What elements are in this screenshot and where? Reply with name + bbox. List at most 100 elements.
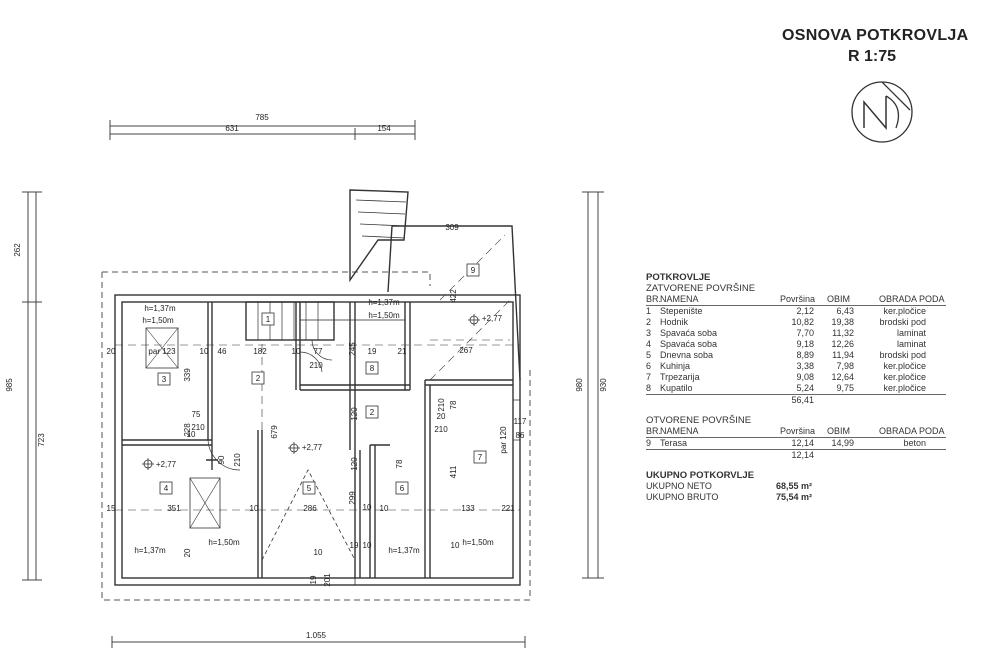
dimension-label: 75 [192, 410, 201, 419]
window-height-mark: h=1,37m [368, 298, 400, 307]
north-arrow-icon [851, 81, 913, 143]
col-floor: OBRADA PODA [879, 294, 945, 304]
dimension-label: 90 [217, 455, 226, 464]
dimension-label: 422 [449, 289, 458, 303]
legend-closed-title: ZATVORENE POVRŠINE [646, 283, 756, 294]
window-height-mark: h=1,50m [462, 538, 494, 547]
drawing-title: OSNOVA POTKROVLJA [782, 27, 969, 44]
room-number: 7 [478, 453, 483, 462]
window-height-mark: h=1,50m [142, 316, 174, 325]
dimension-label: 201 [323, 573, 332, 587]
dimension-label: 10 [363, 503, 372, 512]
col-no: BR. [646, 294, 662, 304]
room-number: 1 [266, 315, 271, 324]
dimension-label: 785 [255, 113, 269, 122]
dimension-label: 10 [250, 504, 259, 513]
area-legend: POTKROVLJE ZATVORENE POVRŠINE BR. NAMENA… [646, 272, 946, 503]
dimension-label: 10 [292, 347, 301, 356]
dimension-label: 20 [183, 548, 192, 557]
dimension-label: 351 [167, 504, 181, 513]
dimension-label: 985 [5, 378, 14, 392]
dimension-label: par 120 [499, 426, 508, 454]
dimension-label: 980 [575, 378, 584, 392]
dimension-label: 267 [459, 346, 473, 355]
dimension-label: 15 [107, 504, 116, 513]
dimension-label: 120 [350, 407, 359, 421]
dimension-label: 262 [13, 243, 22, 257]
dimension-label: 77 [314, 347, 323, 356]
dimension-label: 10 [451, 541, 460, 550]
dimension-label: 210 [437, 398, 446, 412]
col-name: NAMENA [660, 294, 699, 304]
dimension-label: 10 [187, 430, 196, 439]
dimension-label: 679 [270, 425, 279, 439]
dimension-label: 154 [377, 124, 391, 133]
dimension-label: 78 [395, 459, 404, 468]
legend-open-sum: 12,14 [791, 450, 814, 460]
dimension-label: 339 [183, 368, 192, 382]
dimension-label: 723 [37, 433, 46, 447]
dimension-label: 86 [516, 431, 525, 440]
dimension-label: 210 [233, 453, 242, 467]
dimension-label: 78 [449, 400, 458, 409]
legend-header-row: BR. NAMENA Površina OBIM OBRADA PODA [646, 426, 946, 438]
dimension-label: 133 [461, 504, 475, 513]
dimension-label: 10 [314, 548, 323, 557]
room-number: 9 [471, 266, 476, 275]
room-number: 8 [370, 364, 375, 373]
dimension-label: 10 [380, 504, 389, 513]
dimension-label: 930 [599, 378, 608, 392]
dimension-label: 228 [183, 423, 192, 437]
room-number: 3 [162, 375, 167, 384]
dimension-label: 299 [348, 491, 357, 505]
dimension-label: 19 [350, 541, 359, 550]
legend-section-title: POTKROVLJE [646, 272, 711, 283]
dimension-label: 10 [363, 541, 372, 550]
room-number: 2 [370, 408, 375, 417]
dimension-label: 21 [398, 347, 407, 356]
window-height-mark: h=1,37m [144, 304, 176, 313]
col-perimeter: OBIM [827, 294, 851, 304]
legend-closed-sum: 56,41 [791, 395, 814, 405]
dimension-label: 19 [309, 575, 318, 584]
legend-open-title: OTVORENE POVRŠINE [646, 415, 752, 426]
dimension-label: 210 [309, 361, 323, 370]
level-mark: +2,77 [302, 443, 323, 452]
dimension-label: 1.055 [306, 631, 327, 640]
dimension-label: 309 [445, 223, 459, 232]
dimension-label: 20 [437, 412, 446, 421]
room-number: 2 [256, 374, 261, 383]
dimension-label: 120 [350, 457, 359, 471]
dimension-label: 411 [449, 465, 458, 478]
room-number: 4 [164, 484, 169, 493]
dimension-label: 10 [200, 347, 209, 356]
level-mark: +2,77 [482, 314, 503, 323]
window-height-mark: h=1,37m [388, 546, 420, 555]
legend-header-row: BR. NAMENA Površina OBIM OBRADA PODA [646, 294, 946, 306]
dimension-label: 221 [501, 504, 515, 513]
room-number: 6 [400, 484, 405, 493]
level-mark: +2,77 [156, 460, 177, 469]
dimension-label: 210 [434, 425, 448, 434]
dimension-label: par 123 [148, 347, 176, 356]
dimension-label: 46 [218, 347, 227, 356]
dimension-label: 182 [253, 347, 267, 356]
window-height-mark: h=1,37m [134, 546, 166, 555]
legend-totals-title: UKUPNO POTKORVLJE [646, 470, 755, 481]
dimension-label: 19 [368, 347, 377, 356]
dimension-label: 286 [303, 504, 317, 513]
dimension-label: 245 [348, 342, 357, 356]
window-height-mark: h=1,50m [208, 538, 240, 547]
dimension-label: 210 [191, 423, 205, 432]
